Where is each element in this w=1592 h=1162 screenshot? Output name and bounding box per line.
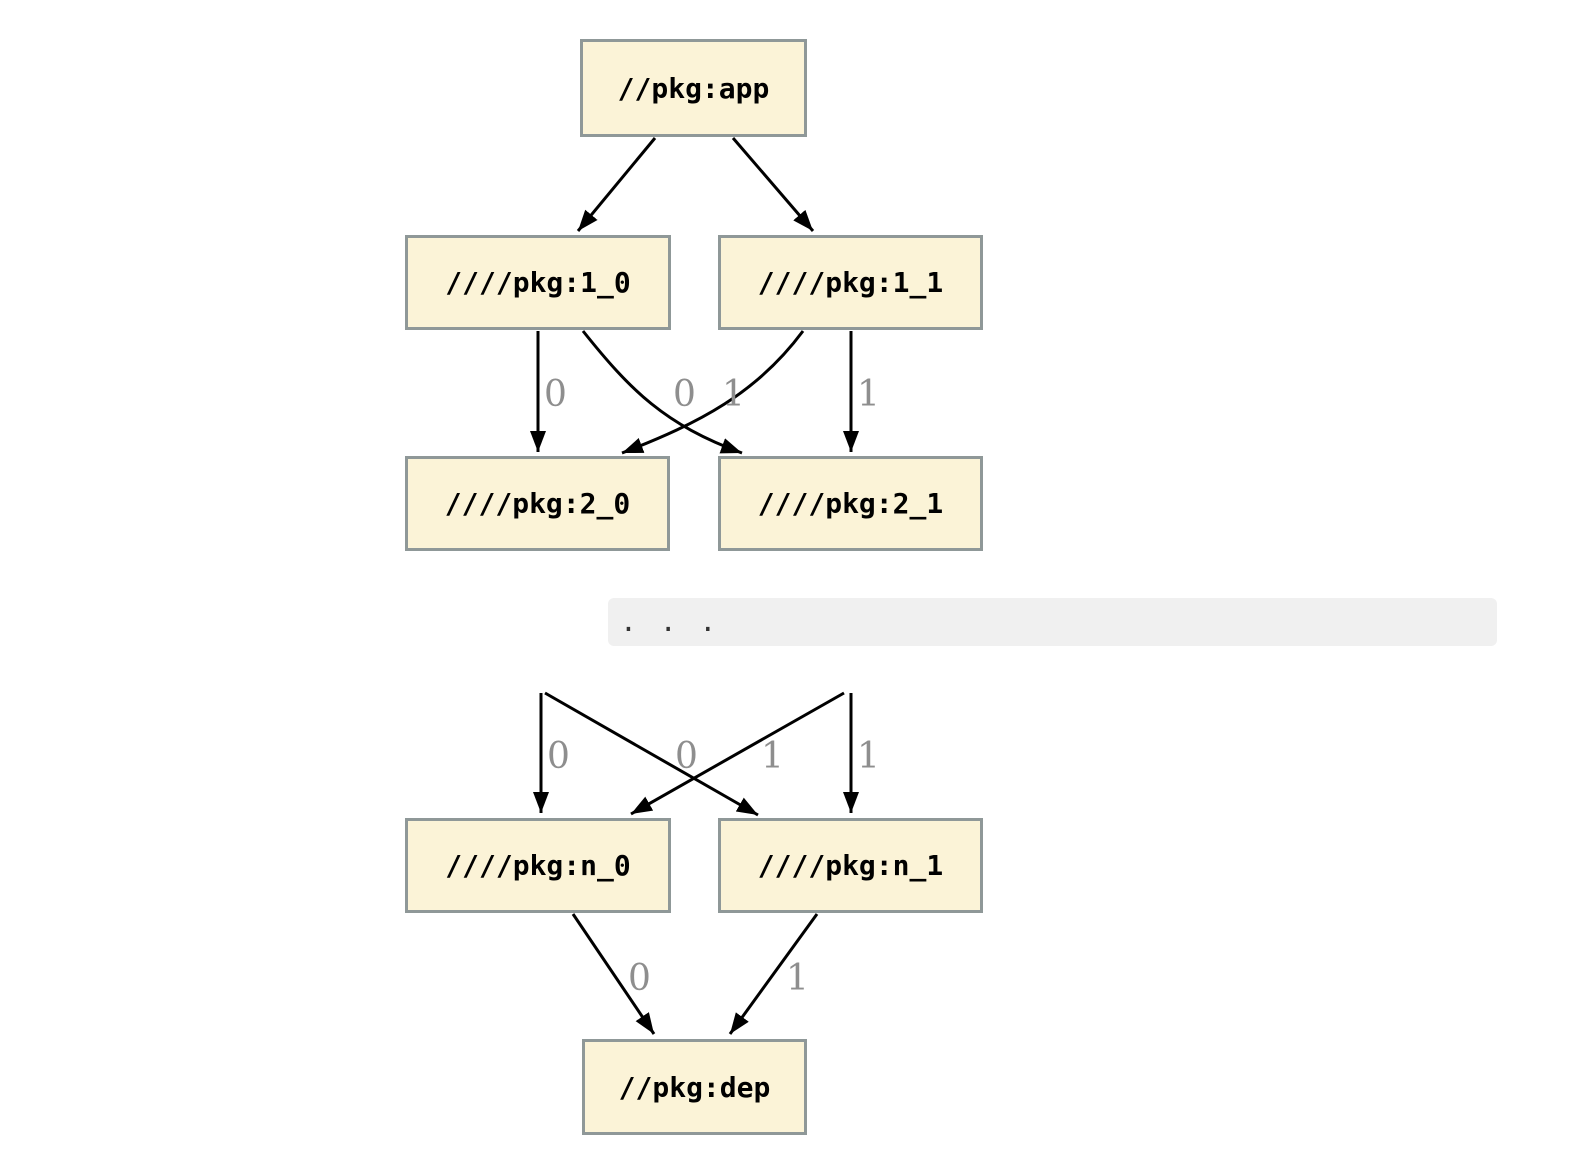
edge-n-1-to-dep — [728, 913, 819, 1035]
graph-node-2-1: ////pkg:2_1 — [718, 456, 983, 551]
edge-label-1-1-to-2-1: 1 — [857, 374, 880, 415]
edge-1-1-to-2-0 — [621, 330, 805, 455]
graph-node-n-0: ////pkg:n_0 — [405, 818, 671, 913]
edge-label-cut-to-n-0-left: 0 — [547, 736, 570, 777]
edge-label-1-0-to-2-0: 0 — [544, 374, 567, 415]
graph-node-app: //pkg:app — [580, 39, 807, 137]
edge-cut-to-n-0-cross — [630, 691, 845, 816]
edge-app-to-1-0 — [576, 137, 657, 232]
graph-node-dep: //pkg:dep — [582, 1039, 807, 1135]
graph-node-2-0: ////pkg:2_0 — [405, 456, 670, 551]
graph-node-1-1: ////pkg:1_1 — [718, 235, 983, 330]
graph-node-1-0: ////pkg:1_0 — [405, 235, 671, 330]
edge-1-0-to-2-1 — [581, 330, 743, 455]
edge-label-cut-to-n-1-right: 1 — [857, 736, 880, 777]
ellipsis-dots: . . . — [620, 605, 720, 638]
edge-label-cut-to-n-1-cross: 1 — [761, 736, 784, 777]
edge-label-1-1-to-2-0: 0 — [673, 374, 696, 415]
graph-node-n-1: ////pkg:n_1 — [718, 818, 983, 913]
edge-app-to-1-1 — [731, 137, 815, 232]
edge-n-0-to-dep — [571, 913, 656, 1035]
edge-label-n-1-to-dep: 1 — [786, 958, 809, 999]
elided-rows-band: . . . — [608, 598, 1497, 646]
edge-label-1-0-to-2-1: 1 — [722, 374, 745, 415]
edge-label-cut-to-n-0-cross: 0 — [675, 736, 698, 777]
edge-cut-to-n-1-cross — [544, 691, 759, 817]
edge-label-n-0-to-dep: 0 — [628, 958, 651, 999]
